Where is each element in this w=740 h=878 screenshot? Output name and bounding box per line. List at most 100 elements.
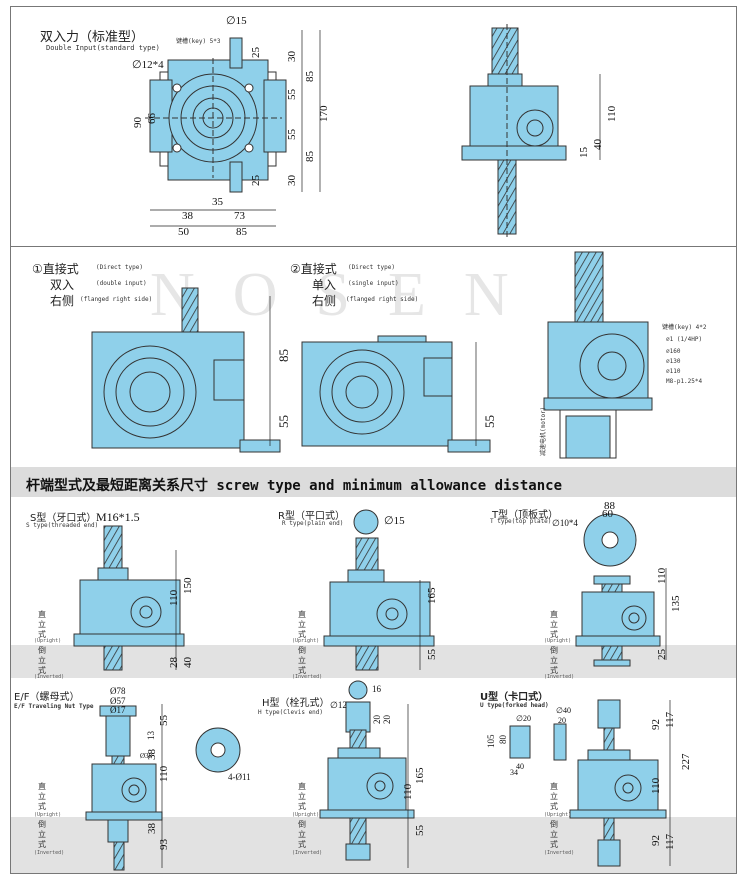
watermark-text: NOSEN [150, 261, 547, 329]
row2-upright-a-en: (Upright) [34, 812, 62, 818]
flange-bolt: M8-p1.25*4 [666, 378, 703, 385]
mid-dim-a55: 55 [276, 415, 291, 428]
s-type-title: S型（牙口式） [30, 513, 97, 524]
h-v110: 110 [402, 783, 414, 800]
u-d20: 20 [558, 716, 566, 725]
section-divider-1 [11, 246, 736, 247]
section-banner [11, 467, 736, 497]
ef-v55: 55 [158, 715, 170, 726]
dim-h73: 73 [234, 210, 245, 222]
opt2-side: 右侧 [312, 294, 337, 308]
row2-upright-c-en: (Upright) [544, 812, 572, 818]
ef-hole: 4-Ø11 [228, 772, 251, 782]
row1-inverted-a: 倒立式 [38, 646, 46, 675]
dim-v66: 66 [146, 113, 158, 124]
dim-v90: 90 [132, 117, 144, 128]
dim-v30b: 30 [286, 175, 298, 186]
top-subtitle: Double Input(standard type) [46, 44, 160, 52]
u-d40: ∅40 [556, 706, 571, 715]
r-dim-55: 55 [426, 649, 438, 660]
u-v110: 110 [650, 777, 662, 794]
row2-upright-a: 直立式 [38, 782, 46, 811]
r-dim-165: 165 [426, 587, 438, 605]
dim-v55b: 55 [286, 129, 298, 140]
dim-h50: 50 [178, 226, 189, 238]
ef-type-title: E/F（螺母式） [14, 692, 80, 703]
dim-h35: 35 [212, 196, 223, 208]
s-type-drawing [73, 525, 185, 671]
row1-inverted-c-en: (Inverted) [544, 674, 575, 680]
banner-title: 杆端型式及最短距离关系尺寸 screw type and minimum all… [26, 478, 563, 494]
u-d40b: 40 [516, 762, 524, 771]
u-v92b: 92 [650, 835, 662, 846]
dim-d15: ∅15 [226, 15, 247, 27]
mid-view-1 [91, 287, 281, 453]
opt1-side: 右侧 [50, 294, 75, 308]
h-v55: 55 [414, 825, 426, 836]
opt1-title: ①直接式 [32, 262, 79, 276]
u-type-en: U type(forked head) [480, 702, 549, 709]
flange-d1: ∅1 (1/4HP) [666, 336, 703, 343]
dim-v85b: 85 [304, 151, 316, 162]
dim-h85: 85 [236, 226, 247, 238]
dim-right-v110: 110 [606, 105, 618, 122]
r-type-drawing [323, 509, 435, 671]
mid-dim-a85: 85 [276, 349, 291, 362]
opt2-input-en: (single input) [348, 280, 399, 287]
u-v227: 227 [680, 753, 692, 771]
ef-d78: Ø78 [110, 686, 126, 696]
flange-d160: ∅160 [666, 348, 681, 355]
h-d20b: 20 [382, 715, 392, 724]
row1-inverted-b: 倒立式 [298, 646, 306, 675]
u-v117a: 117 [664, 711, 676, 728]
opt1-side-en: (flanged right side) [80, 296, 153, 303]
opt1-en: (Direct type) [96, 264, 143, 271]
s-dim-110: 110 [168, 589, 180, 606]
top-front-view [461, 24, 567, 240]
h-v165: 165 [414, 767, 426, 785]
h-d12: ∅12 [330, 700, 347, 710]
s-dim-150: 150 [182, 577, 194, 595]
s-dim-40: 40 [182, 657, 194, 668]
opt1-input: 双入 [50, 278, 75, 292]
dim-right-v15: 15 [578, 147, 590, 158]
ef-v110: 110 [158, 765, 170, 782]
dim-right-v40: 40 [592, 139, 604, 150]
u-v105: 105 [486, 734, 496, 749]
dim-d12x4: ∅12*4 [132, 59, 164, 71]
h-d16: 16 [372, 684, 381, 694]
motor-note: 减速电机(motor) [540, 406, 547, 456]
r-type-title: R型（平口式） [278, 511, 345, 522]
dim-v55a: 55 [286, 89, 298, 100]
u-v34: 34 [510, 768, 518, 777]
row2-inverted-b-en: (Inverted) [292, 850, 323, 856]
row2-upright-c: 直立式 [550, 782, 558, 811]
t-dim-88: 88 [604, 500, 615, 512]
u-d20b: ∅20 [516, 714, 531, 723]
row2-upright-b-en: (Upright) [292, 812, 320, 818]
h-type-drawing [319, 680, 415, 861]
t-type-en: T type(top plate) [490, 518, 552, 525]
flange-d110: ∅110 [666, 368, 681, 375]
opt2-en: (Direct type) [348, 264, 395, 271]
h-d20a: 20 [372, 715, 382, 724]
ef-type-drawing [85, 705, 241, 871]
s-type-en: S type(threaded end) [26, 522, 99, 529]
h-type-title: H型（栓孔式） [262, 698, 330, 709]
row2-inverted-a: 倒立式 [38, 820, 46, 849]
t-dim-135: 135 [670, 595, 682, 613]
row1-inverted-b-en: (Inverted) [292, 674, 323, 680]
row1-upright-a-en: (Upright) [34, 638, 62, 644]
top-plan-view [145, 37, 287, 193]
flange-d130: ∅130 [666, 358, 681, 365]
row1-inverted-a-en: (Inverted) [34, 674, 65, 680]
u-v117b: 117 [664, 833, 676, 850]
dim-v170: 170 [318, 105, 330, 123]
row2-inverted-c: 倒立式 [550, 820, 558, 849]
opt2-title: ②直接式 [290, 262, 337, 276]
dim-v25b: 25 [250, 175, 262, 186]
row2-inverted-b: 倒立式 [298, 820, 306, 849]
row2-upright-b: 直立式 [298, 782, 306, 811]
row1-upright-c-en: (Upright) [544, 638, 572, 644]
